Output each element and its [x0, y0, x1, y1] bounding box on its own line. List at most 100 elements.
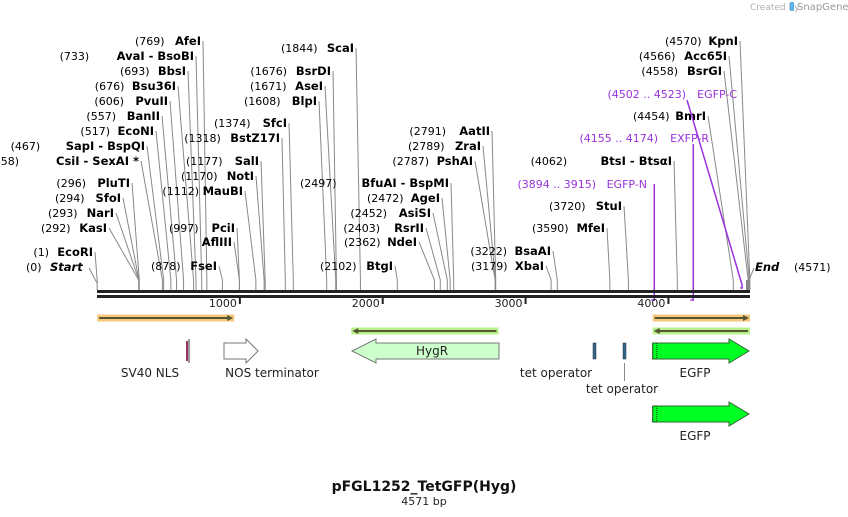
feature-egfp[interactable]: EGFP: [652, 338, 750, 380]
site-leader-line: [202, 40, 208, 290]
restriction-site[interactable]: AatII(2791): [409, 124, 490, 138]
site-name: MfeI: [576, 221, 605, 235]
site-name: FseI: [190, 259, 217, 273]
feature-tet-operator[interactable]: tet operator: [520, 342, 597, 380]
feature-egfp[interactable]: EGFP: [652, 401, 750, 443]
site-leader-line: [218, 265, 223, 290]
orf-track[interactable]: [652, 314, 750, 322]
site-name: MauBI: [203, 184, 243, 198]
restriction-site[interactable]: RsrII(2403): [343, 221, 424, 235]
restriction-site[interactable]: BmrI(4454): [633, 109, 706, 123]
restriction-site[interactable]: Acc65I(4566): [639, 49, 727, 63]
restriction-site[interactable]: BsrDI(1676): [250, 64, 331, 78]
site-leader-line: [169, 100, 185, 290]
restriction-site[interactable]: Bsu36I(676): [95, 79, 176, 93]
orf-arrowhead-icon: [352, 328, 359, 334]
site-name: Acc65I: [684, 49, 727, 63]
restriction-site[interactable]: AvaI - BsoBI(733): [60, 49, 194, 63]
restriction-site[interactable]: BbsI(693): [120, 64, 186, 78]
restriction-site[interactable]: ScaI(1844): [281, 41, 354, 55]
primer-range: (3894 .. 3915): [517, 178, 596, 191]
restriction-site[interactable]: PciI(997): [169, 221, 235, 235]
site-leader-line: [131, 182, 140, 290]
site-leader-line: [318, 100, 328, 290]
restriction-site[interactable]: NarI(293): [48, 206, 114, 220]
restriction-site[interactable]: PvuII(606): [94, 94, 168, 108]
restriction-site[interactable]: NotI(1170): [181, 169, 254, 183]
axis-tick-mark: [238, 298, 241, 304]
feature-label: SV40 NLS: [121, 366, 179, 380]
site-name: KasI: [79, 221, 107, 235]
restriction-site[interactable]: CsiI - SexAI *(458): [0, 154, 139, 168]
axis-tick-mark: [524, 298, 527, 304]
restriction-site[interactable]: KasI (292): [41, 221, 107, 235]
site-leader-line: [394, 265, 398, 290]
feature-sv40-nls[interactable]: SV40 NLS: [121, 339, 190, 380]
restriction-site[interactable]: MfeI (3590): [532, 221, 605, 235]
feature-label: EGFP: [679, 366, 710, 380]
restriction-site[interactable]: BlpI(1608): [244, 94, 317, 108]
site-name: RsrII: [394, 221, 424, 235]
restriction-site[interactable]: BfuAI - BspMI(2497): [300, 176, 449, 190]
axis-tick-mark: [381, 298, 384, 304]
feature-nos-terminator[interactable]: NOS terminator: [223, 337, 319, 380]
site-name: BsaAI: [514, 244, 551, 258]
feature-label: NOS terminator: [225, 366, 319, 380]
restriction-site[interactable]: BstZ17I(1318): [184, 131, 280, 145]
restriction-site[interactable]: SfcI(1374): [214, 116, 287, 130]
orf-arrowhead-icon: [653, 328, 660, 334]
orf-track[interactable]: [652, 327, 750, 335]
site-position: (1608): [244, 95, 281, 108]
restriction-site[interactable]: EcoRI(1): [33, 245, 93, 259]
site-position: (292): [41, 222, 71, 235]
site-position: (3590): [532, 222, 569, 235]
site-name: CsiI - SexAI *: [56, 154, 139, 168]
restriction-site[interactable]: BtgI(2102): [320, 259, 393, 273]
restriction-site[interactable]: FseI(878): [151, 259, 217, 273]
created-by-text: Created by: [750, 3, 800, 13]
restriction-site[interactable]: StuI(3720): [549, 199, 622, 213]
restriction-site[interactable]: AfeI(769): [135, 34, 201, 48]
feature-shape: [622, 342, 627, 360]
restriction-site[interactable]: AflIII: [202, 235, 232, 249]
restriction-site[interactable]: PshAI(2787): [392, 154, 473, 168]
primer-exfp-r[interactable]: EXFP-R(4155 .. 4174): [579, 132, 709, 301]
site-name: AgeI: [411, 191, 440, 205]
restriction-site[interactable]: AseI(1671): [250, 79, 323, 93]
restriction-site[interactable]: BsaAI(3222): [470, 244, 551, 258]
restriction-site[interactable]: BanII(557): [86, 109, 160, 123]
site-name: PshAI: [437, 154, 473, 168]
start-position: (0): [26, 261, 42, 274]
orf-track[interactable]: [351, 327, 499, 335]
feature-tet-operator[interactable]: tet operator: [586, 342, 658, 396]
restriction-site[interactable]: SfoI(294): [55, 191, 121, 205]
restriction-site[interactable]: MauBI(1112): [162, 184, 243, 198]
site-leader-line: [355, 47, 361, 290]
restriction-site[interactable]: AgeI(2472): [367, 191, 440, 205]
orf-track[interactable]: [97, 314, 235, 322]
restriction-site[interactable]: XbaI(3179): [471, 259, 544, 273]
restriction-site[interactable]: SapI - BspQI(467): [11, 139, 145, 153]
site-leader-line: [418, 241, 435, 290]
primer-egfp-n[interactable]: EGFP-N(3894 .. 3915): [517, 178, 656, 301]
restriction-site[interactable]: SalI(1177): [186, 154, 259, 168]
site-leader-line: [146, 145, 165, 290]
feature-hygr[interactable]: HygR: [350, 338, 500, 364]
site-leader-line: [450, 182, 455, 290]
restriction-site[interactable]: EcoNI(517): [80, 124, 154, 138]
site-leader-line: [236, 227, 240, 290]
restriction-site[interactable]: BsrGI(4558): [641, 64, 722, 78]
site-name: EcoRI: [57, 245, 93, 259]
restriction-site[interactable]: NdeI(2362): [344, 235, 417, 249]
restriction-site[interactable]: ZraI(2789): [408, 139, 481, 153]
restriction-site[interactable]: KpnI(4570): [665, 34, 738, 48]
plasmid-title: pFGL1252_TetGFP(Hyg): [332, 479, 517, 495]
restriction-site[interactable]: PluTI(296): [56, 176, 130, 190]
site-leader-line: [187, 70, 197, 290]
restriction-site[interactable]: BtsI - BtsαI(4062): [531, 154, 672, 168]
restriction-site[interactable]: AsiSI(2452): [350, 206, 431, 220]
feature-arrow: [350, 338, 500, 364]
primer-egfp-c[interactable]: EGFP-C(4502 .. 4523): [607, 88, 743, 289]
site-position: (2102): [320, 260, 357, 273]
